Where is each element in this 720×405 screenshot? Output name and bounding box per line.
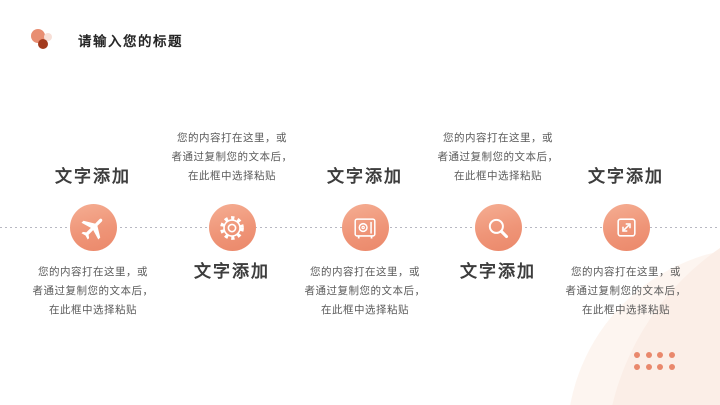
step-body-placeholder[interactable]: 您的内容打在这里，或 者通过复制您的文本后， 在此框中选择粘贴: [171, 132, 293, 182]
step-circle: [208, 204, 256, 251]
step-body-placeholder[interactable]: 您的内容打在这里，或 者通过复制您的文本后， 在此框中选择粘贴: [565, 266, 687, 316]
decor-dot: [657, 363, 663, 370]
magnifier-icon: [484, 214, 512, 242]
logo-circle-dark: [38, 39, 48, 49]
step-circle: [602, 204, 650, 251]
step-body-placeholder[interactable]: 您的内容打在这里，或 者通过复制您的文本后， 在此框中选择粘贴: [304, 266, 426, 316]
step-circle: [474, 204, 522, 251]
decor-dot: [634, 352, 640, 358]
decor-dot-grid: [634, 352, 675, 370]
gear-icon: [217, 213, 247, 243]
step-circle: [341, 204, 389, 251]
timeline-step-1: 文字添加 您的内容打在这里，或 者通过复制您的文本后， 在此框中选择粘贴: [25, 120, 161, 320]
timeline-step-2: 您的内容打在这里，或 者通过复制您的文本后， 在此框中选择粘贴 文字添加: [164, 120, 300, 320]
timeline-step-3: 文字添加 您的内容打在这里，或 者通过复制您的文本后， 在此框中选择粘贴: [297, 120, 433, 320]
step-circle: [69, 204, 117, 251]
plane-icon: [78, 213, 108, 243]
slide-title-placeholder[interactable]: 请输入您的标题: [78, 34, 183, 49]
step-heading[interactable]: 文字添加: [588, 167, 664, 186]
timeline-step-5: 文字添加 您的内容打在这里，或 者通过复制您的文本后， 在此框中选择粘贴: [558, 120, 694, 320]
decor-dot: [634, 363, 640, 370]
expand-icon: [613, 214, 640, 241]
decor-dot: [668, 352, 675, 358]
decor-dot: [668, 363, 675, 370]
step-heading[interactable]: 文字添加: [194, 262, 270, 281]
timeline-step-4: 您的内容打在这里，或 者通过复制您的文本后， 在此框中选择粘贴 文字添加: [430, 120, 566, 320]
decor-dot: [645, 352, 652, 358]
step-body-placeholder[interactable]: 您的内容打在这里，或 者通过复制您的文本后， 在此框中选择粘贴: [437, 132, 559, 182]
safe-icon: [351, 214, 379, 242]
step-heading[interactable]: 文字添加: [327, 167, 403, 186]
logo-circle-light: [44, 33, 52, 41]
step-body-placeholder[interactable]: 您的内容打在这里，或 者通过复制您的文本后， 在此框中选择粘贴: [32, 266, 154, 316]
decor-dot: [657, 352, 663, 358]
step-heading[interactable]: 文字添加: [55, 167, 131, 186]
step-heading[interactable]: 文字添加: [460, 262, 536, 281]
decor-dot: [645, 363, 652, 370]
